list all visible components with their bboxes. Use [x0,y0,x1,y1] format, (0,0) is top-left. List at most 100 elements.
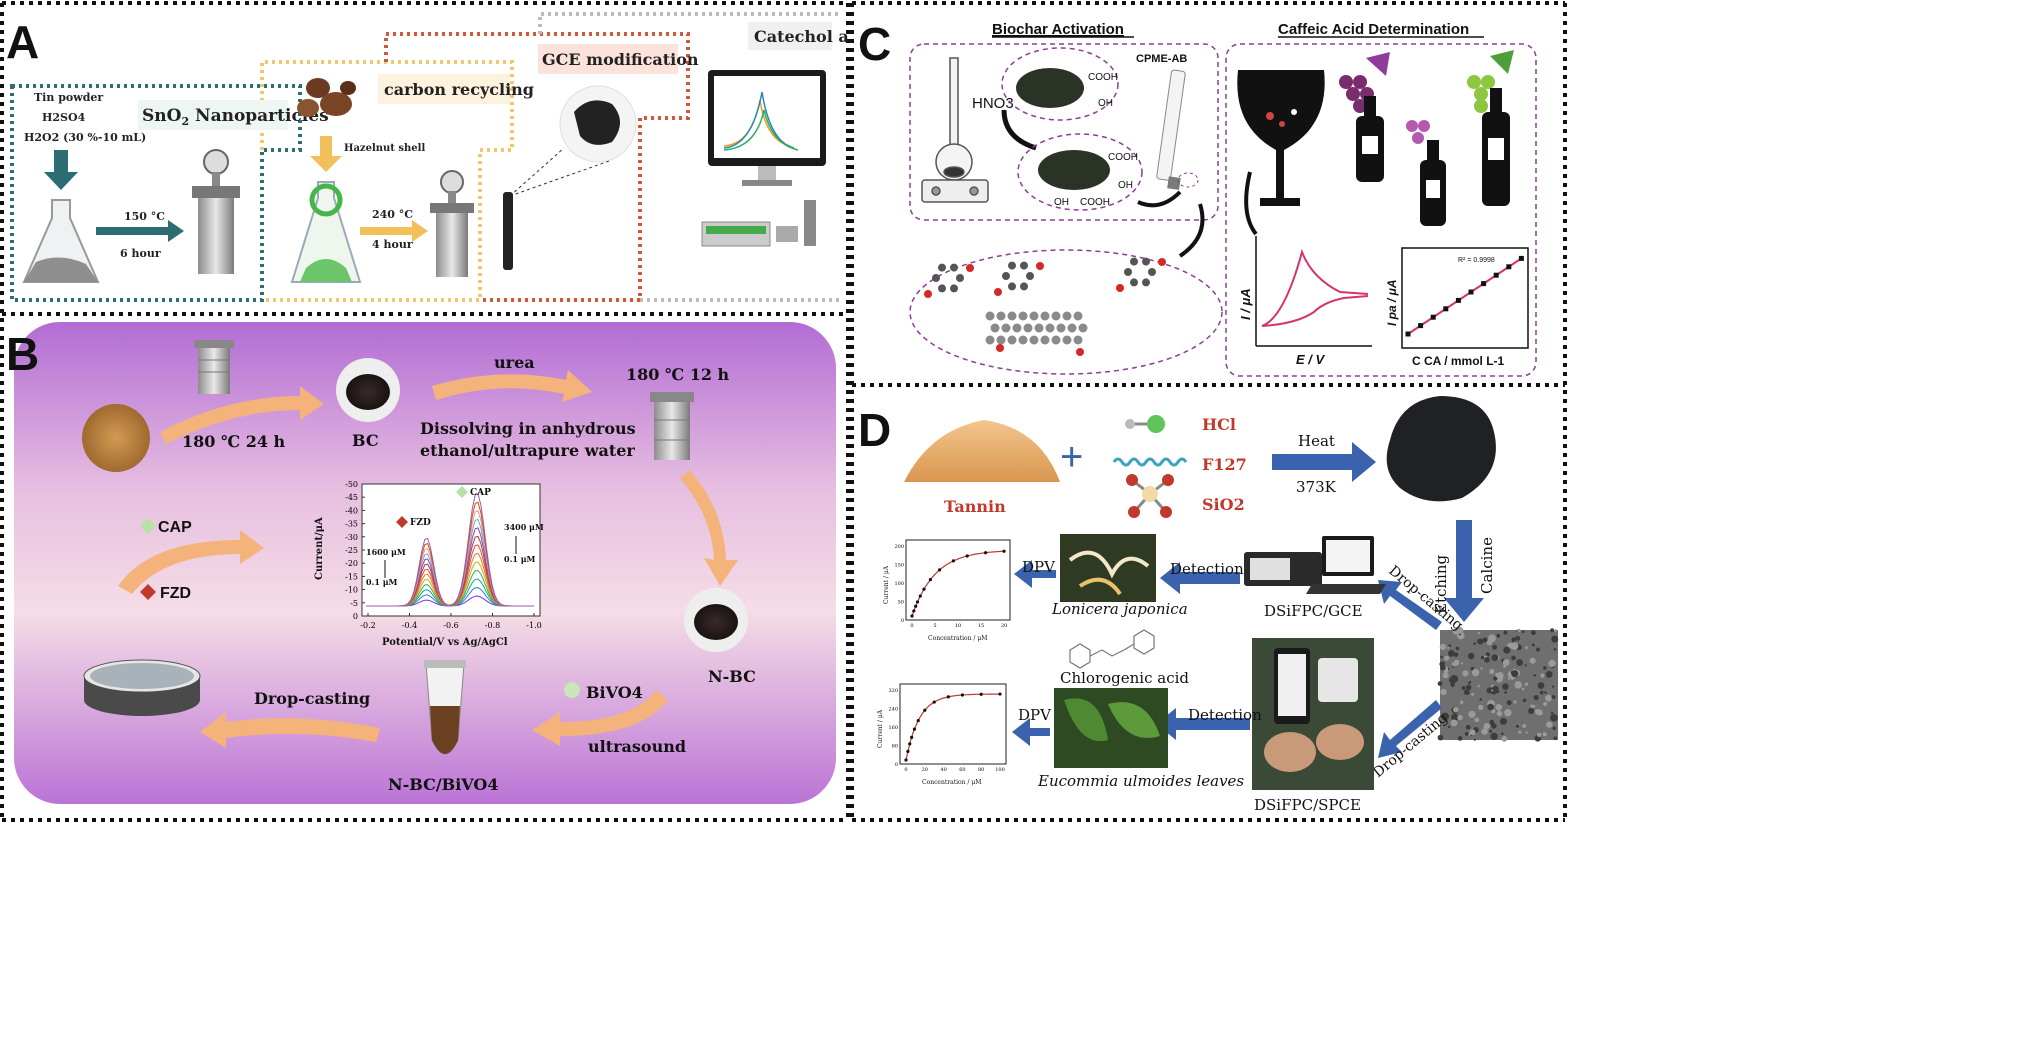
biomass-powder-icon [82,404,150,472]
biochar-box [909,43,1219,221]
bc-label: BC [352,431,379,450]
cooh-label-2: COOH [1108,152,1138,163]
dpv-ytick-label: -45 [345,493,358,502]
heat-arrow [1272,442,1376,482]
dpv-fzd-low: 0.1 μM [366,577,398,587]
atom [932,274,940,282]
dpv-label-1: DPV [1022,558,1056,576]
tin-powder-label: Tin powder [34,91,103,104]
cal-point [951,559,956,563]
computer-monitor-icon [708,70,826,186]
autoclave-b-icon [194,340,234,394]
catechol-title: Catechol a [754,27,849,46]
time-6h: 6 hour [120,247,161,260]
r2-label: R² = 0.9998 [1458,257,1495,264]
cal-xtick-label: 40 [940,767,946,773]
dpv-ytick-label: 0 [353,612,358,621]
atom [1142,257,1150,266]
dpv-ytick-label: -40 [345,506,358,515]
dpv-ytick-label: -20 [345,559,358,568]
laptop-potentiostat-icon [1244,536,1386,594]
lonicera-label: Lonicera japonica [1051,600,1188,618]
carbon-chunk-icon [1386,396,1496,502]
cv-xlabel: E / V [1296,352,1326,367]
dpv-fzd-label: FZD [410,518,431,528]
bivo4-label: BiVO4 [586,683,643,702]
dropcast-arrow-down [1378,700,1442,758]
cal-point [906,749,910,753]
reflux-apparatus-icon [921,57,989,203]
curved-arrow-4 [1244,171,1258,236]
calibration-chart-2: Current / μA Concentration / μM 08016024… [877,683,1007,786]
calibration-point [1481,281,1487,287]
grapes-bottles-icon [1339,50,1514,226]
hazelnut-label: Hazelnut shell [344,143,425,154]
calibration-point [1430,314,1436,320]
oxygen-atom [1158,258,1166,266]
down-arrow-icon [44,150,78,190]
chart2-xlabel: Concentration / μM [922,779,981,786]
autoclave-icon [192,149,240,274]
atom [956,274,964,282]
dpv-ytick-label: -5 [350,599,358,608]
panel-d-letter: D [858,404,891,456]
chart1-ylabel: Current / μA [883,565,890,604]
cal-xtick-label: 20 [922,767,928,773]
dpv-label-2: DPV [1018,706,1052,724]
cal-point [984,551,988,555]
calibration-point [1405,331,1411,337]
cal-point [946,695,950,699]
hno3-label: HNO3 [972,95,1014,112]
cal-ytick-label: 0 [901,618,904,624]
chlorogenic-structure-icon [1069,629,1155,669]
panel-d: D Tannin + HCl F127 SiO2 Heat 373K Etchi… [858,396,1559,814]
molecule-ellipse [909,249,1223,375]
tannin-powder-icon [904,420,1060,482]
cal-xtick-label: 5 [933,623,936,629]
cal-point [915,600,920,604]
urea-label: urea [494,353,535,372]
f127-polymer-icon [1112,457,1188,467]
atom [1020,282,1028,291]
fzd-icon [140,584,156,600]
panel-b-letter: B [6,328,39,380]
calibration-point [1443,306,1449,312]
right-arrow-icon [96,220,184,242]
oh-label-1: OH [1098,98,1113,109]
graphene-atom [1040,335,1050,345]
h2o2-label: H2O2 (30 %-10 mL) [24,131,146,144]
dpv-xtick-label: -0.6 [443,621,458,630]
graphene-atom [996,311,1006,321]
graphene-atom [1029,311,1039,321]
cal-point [998,692,1002,696]
time-4h: 4 hour [372,238,413,251]
dpv-xtick-label: -0.8 [485,621,500,630]
cal-ytick-label: 80 [892,744,898,750]
atom [1124,268,1132,276]
heat-label: Heat [1298,432,1335,450]
graphene-atom [1073,335,1083,345]
dpv-xtick-label: -0.2 [360,621,375,630]
biochar-ellipse-1 [1001,47,1119,121]
dpv-yticks: -50-45-40-35-30-25-20-15-10-50 [345,480,365,621]
h2so4-label: H2SO4 [42,111,86,124]
cal-ytick-label: 320 [888,688,898,694]
graphene-atom [1023,323,1033,333]
biochar-ellipse-2 [1017,133,1143,211]
temp-150: 150 °C [124,210,165,223]
graphene-atom [1078,323,1088,333]
gce-title: GCE modification [542,50,699,69]
calibration-point [1518,255,1524,261]
tube-icon [424,660,466,755]
autoclave-icon-2 [430,170,474,277]
curved-arrow-2 [1137,190,1182,208]
biochar-title: Biochar Activation [992,21,1124,38]
catechol-region [538,12,840,302]
oh-label-3: OH [1054,197,1069,208]
cal-ytick-label: 240 [888,707,898,713]
potentiostat-icon [701,200,816,247]
cal-xtick-label: 0 [904,767,907,773]
cal-xlabel: C CA / mmol L-1 [1412,354,1505,368]
cpme-label: CPME-AB [1136,53,1187,65]
cond-180-12: 180 ℃ 12 h [626,365,730,384]
